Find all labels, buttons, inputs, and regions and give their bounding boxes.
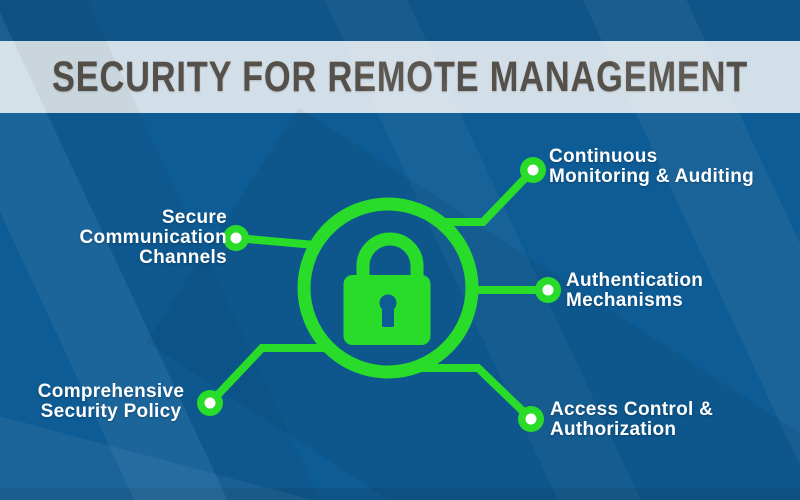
label-line: Security Policy <box>40 401 182 422</box>
label-line: Channels <box>139 247 227 268</box>
node-dot-access <box>518 406 544 432</box>
connector-line-access <box>420 364 534 422</box>
label-line: Monitoring & Auditing <box>549 166 755 187</box>
hub-circle <box>297 197 479 379</box>
label-access-control-authorization: Access Control & Authorization <box>550 400 713 440</box>
node-dot-continuous <box>520 157 546 183</box>
label-line: Authorization <box>550 419 677 440</box>
label-continuous-monitoring-auditing: Continuous Monitoring & Auditing <box>549 147 754 187</box>
bottom-band <box>0 488 800 500</box>
label-authentication-mechanisms: Authentication Mechanisms <box>566 271 703 311</box>
page-title: SECURITY FOR REMOTE MANAGEMENT <box>51 52 749 101</box>
top-band <box>0 0 800 41</box>
node-dot-authentication <box>535 277 561 303</box>
node-dot-secure <box>223 225 249 251</box>
label-line: Authentication <box>566 270 704 291</box>
label-comprehensive-security-policy: Comprehensive Security Policy <box>0 382 222 422</box>
connector-line-continuous <box>440 167 536 226</box>
node-dot-comprehensive <box>197 390 223 416</box>
label-line: Mechanisms <box>566 290 684 311</box>
title-banner: SECURITY FOR REMOTE MANAGEMENT <box>0 41 800 113</box>
connector-line-comprehensive <box>207 344 330 406</box>
label-line: Comprehensive <box>37 381 185 402</box>
label-line: Communication <box>79 227 227 248</box>
label-line: Secure <box>161 207 227 228</box>
connector-line-secure <box>235 234 316 249</box>
padlock-icon <box>343 232 431 345</box>
label-line: Continuous <box>549 146 658 167</box>
label-secure-communication-channels: Secure Communication Channels <box>80 208 227 268</box>
label-line: Access Control & <box>550 399 714 420</box>
